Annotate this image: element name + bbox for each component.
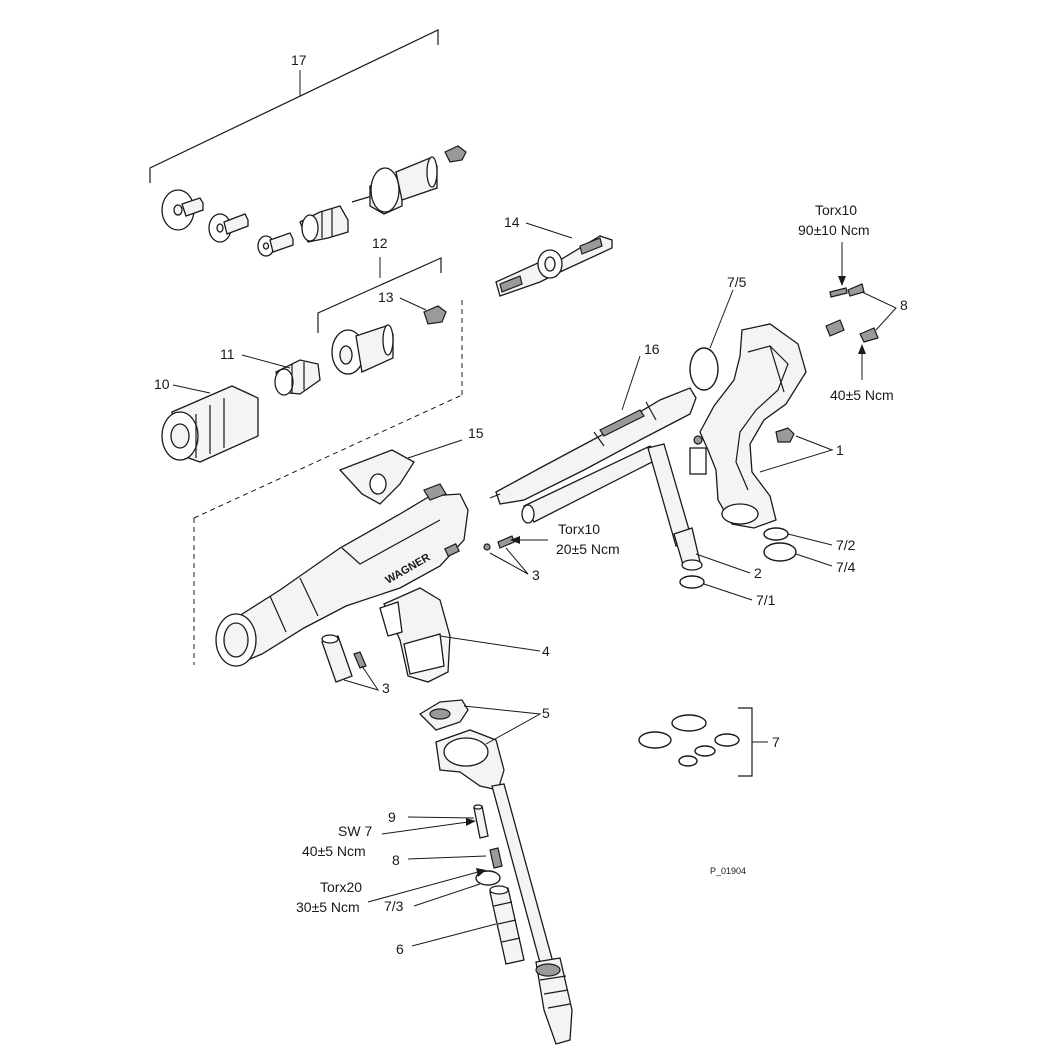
o-ring-7-4 — [763, 542, 797, 562]
arrow-torx10-mid — [510, 536, 520, 544]
nozzle-11 — [274, 359, 321, 396]
cable-rod — [491, 783, 573, 1045]
callout-5: 5 — [542, 705, 550, 721]
leader-3-top — [489, 547, 529, 575]
o-ring-7-2 — [763, 527, 789, 541]
callout-7-3: 7/3 — [384, 898, 404, 914]
barrel-16 — [489, 387, 697, 505]
torque-value-4: 40±5 Ncm — [302, 843, 366, 859]
gun-body-4 — [215, 483, 469, 683]
callout-17: 17 — [291, 52, 307, 68]
sleeve-6 — [489, 885, 525, 965]
callout-7-1: 7/1 — [756, 592, 776, 608]
callout-12: 12 — [372, 235, 388, 251]
leader-5 — [463, 705, 542, 745]
nozzle-holder-electrode — [351, 156, 438, 215]
callout-7-2: 7/2 — [836, 537, 856, 553]
leader-3-bottom — [343, 665, 380, 691]
callout-15: 15 — [468, 425, 484, 441]
pin-9 — [473, 804, 489, 839]
nozzle-deflector-large — [161, 189, 204, 231]
arrow-sw7 — [466, 818, 476, 826]
callout-7-4: 7/4 — [836, 559, 856, 575]
callout-7: 7 — [772, 734, 780, 750]
callout-8-top: 8 — [900, 297, 908, 313]
bracket-7 — [738, 707, 753, 777]
nut-10 — [161, 385, 259, 463]
torque-value-1: 90±10 Ncm — [798, 222, 870, 238]
cascade-part-14 — [495, 235, 613, 297]
torque-value-2: 40±5 Ncm — [830, 387, 894, 403]
callout-1: 1 — [836, 442, 844, 458]
connector-clip-13 — [423, 305, 447, 325]
screw-torx10-top — [829, 283, 865, 298]
callout-10: 10 — [154, 376, 170, 392]
torque-tool-1: Torx10 — [815, 202, 857, 218]
callout-8-bottom: 8 — [392, 852, 400, 868]
leader-1 — [759, 435, 834, 473]
nozzle-deflector-small — [257, 232, 294, 257]
arrow-40ncm — [858, 344, 866, 354]
callout-6: 6 — [396, 941, 404, 957]
flat-jet-nozzle — [299, 205, 349, 243]
arrow-torx10-top — [838, 276, 846, 286]
screw-bottom-right — [825, 319, 879, 343]
bottom-piece-5 — [435, 729, 505, 791]
arrow-torx20 — [476, 868, 486, 877]
torque-value-5: 30±5 Ncm — [296, 899, 360, 915]
insert-3-lower — [321, 634, 367, 683]
drawing-id: P_01904 — [710, 866, 746, 876]
o-ring-7-5 — [689, 347, 719, 391]
callout-11: 11 — [220, 346, 235, 362]
small-block-1 — [775, 427, 795, 443]
handle-housing-1 — [689, 323, 807, 529]
group-17-bracket — [149, 29, 439, 183]
clip-5 — [418, 699, 469, 731]
callout-14: 14 — [504, 214, 520, 230]
callout-7-5: 7/5 — [727, 274, 747, 290]
torque-value-3: 20±5 Ncm — [556, 541, 620, 557]
o-ring-7-3 — [475, 870, 501, 886]
o-ring-7-1 — [679, 575, 705, 589]
callout-13: 13 — [378, 289, 394, 305]
assembly-line-diag — [193, 394, 463, 519]
group-12-bracket — [317, 257, 442, 333]
callout-16: 16 — [644, 341, 660, 357]
callout-4: 4 — [542, 643, 550, 659]
cover-15 — [338, 449, 415, 505]
connector-clip-top — [444, 145, 467, 163]
callout-3-bottom: 3 — [382, 680, 390, 696]
screw-3-top — [483, 535, 515, 551]
callout-3-top: 3 — [532, 567, 540, 583]
torque-tool-4: SW 7 — [338, 823, 372, 839]
screw-8-bottom — [489, 847, 503, 869]
leader-8-top — [861, 291, 897, 331]
torque-tool-3: Torx10 — [558, 521, 600, 537]
nozzle-holder-12 — [331, 324, 394, 375]
nozzle-deflector-medium — [208, 213, 249, 243]
torque-tool-5: Torx20 — [320, 879, 362, 895]
callout-2: 2 — [754, 565, 762, 581]
tube-2 — [521, 443, 703, 571]
callout-9: 9 — [388, 809, 396, 825]
o-ring-set-7 — [638, 714, 740, 767]
